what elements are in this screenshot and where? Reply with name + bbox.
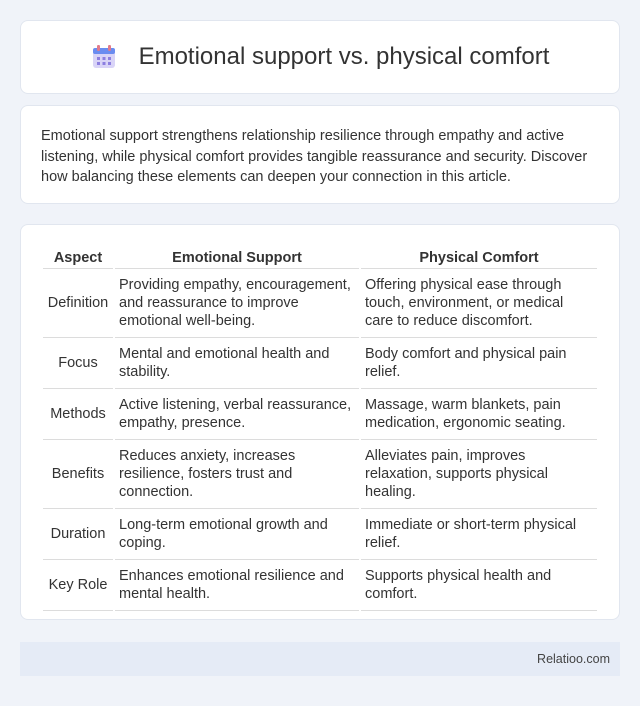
- row-aspect: Duration: [43, 509, 113, 560]
- row-physical: Immediate or short-term physical relief.: [361, 509, 597, 560]
- row-emotional: Mental and emotional health and stabilit…: [115, 338, 359, 389]
- row-physical: Supports physical health and comfort.: [361, 560, 597, 611]
- row-physical: Offering physical ease through touch, en…: [361, 269, 597, 338]
- row-aspect: Focus: [43, 338, 113, 389]
- table-row: Key Role Enhances emotional resilience a…: [43, 560, 597, 611]
- table-row: Methods Active listening, verbal reassur…: [43, 389, 597, 440]
- row-physical: Massage, warm blankets, pain medication,…: [361, 389, 597, 440]
- row-aspect: Key Role: [43, 560, 113, 611]
- header-emotional-support: Emotional Support: [115, 245, 359, 269]
- row-emotional: Enhances emotional resilience and mental…: [115, 560, 359, 611]
- table-row: Focus Mental and emotional health and st…: [43, 338, 597, 389]
- row-emotional: Reduces anxiety, increases resilience, f…: [115, 440, 359, 509]
- intro-text: Emotional support strengthens relationsh…: [41, 128, 588, 185]
- row-physical: Alleviates pain, improves relaxation, su…: [361, 440, 597, 509]
- footer-brand: Relatioo.com: [537, 652, 610, 666]
- title-card: Emotional support vs. physical comfort: [20, 20, 620, 94]
- comparison-table-card: Aspect Emotional Support Physical Comfor…: [20, 224, 620, 620]
- comparison-table: Aspect Emotional Support Physical Comfor…: [41, 245, 599, 611]
- table-row: Duration Long-term emotional growth and …: [43, 509, 597, 560]
- calendar-icon: [92, 45, 115, 68]
- row-aspect: Definition: [43, 269, 113, 338]
- row-emotional: Long-term emotional growth and coping.: [115, 509, 359, 560]
- footer: Relatioo.com: [20, 642, 620, 676]
- header-physical-comfort: Physical Comfort: [361, 245, 597, 269]
- row-emotional: Active listening, verbal reassurance, em…: [115, 389, 359, 440]
- intro-card: Emotional support strengthens relationsh…: [20, 105, 620, 204]
- table-header-row: Aspect Emotional Support Physical Comfor…: [43, 245, 597, 269]
- table-row: Benefits Reduces anxiety, increases resi…: [43, 440, 597, 509]
- row-aspect: Benefits: [43, 440, 113, 509]
- row-aspect: Methods: [43, 389, 113, 440]
- row-emotional: Providing empathy, encouragement, and re…: [115, 269, 359, 338]
- table-row: Definition Providing empathy, encouragem…: [43, 269, 597, 338]
- page-title: Emotional support vs. physical comfort: [138, 43, 550, 70]
- header-aspect: Aspect: [43, 245, 113, 269]
- row-physical: Body comfort and physical pain relief.: [361, 338, 597, 389]
